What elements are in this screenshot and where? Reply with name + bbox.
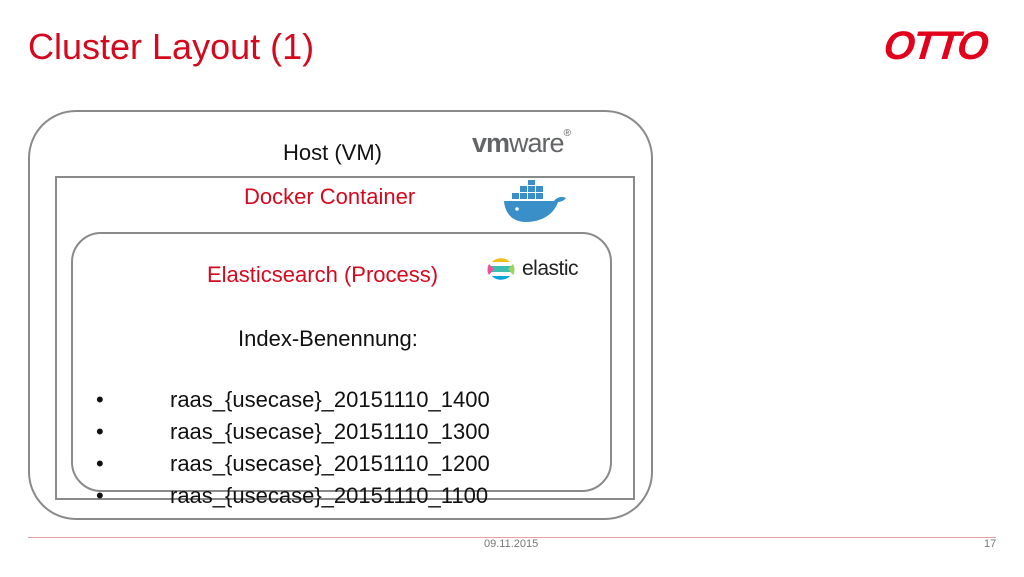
docker-container-box [55,176,635,500]
list-item: • raas_{usecase}_20151110_1100 [96,480,490,512]
vmware-logo-reg: ® [563,128,571,139]
index-name: raas_{usecase}_20151110_1100 [170,483,489,508]
host-vm-box [28,110,653,520]
footer-date: 09.11.2015 [484,538,539,550]
bullet: • [96,483,104,508]
index-name-list: • raas_{usecase}_20151110_1400 • raas_{u… [96,384,490,512]
bullet: • [96,451,104,476]
list-item: • raas_{usecase}_20151110_1300 [96,416,490,448]
elastic-icon [487,256,515,282]
vmware-logo-vm: vm [472,128,510,158]
vmware-logo: vmware® [472,128,571,159]
otto-logo: OTTO [881,24,989,68]
footer-divider [28,537,996,538]
vmware-logo-ware: ware [509,128,565,158]
elasticsearch-process-box [71,232,612,492]
index-name: raas_{usecase}_20151110_1200 [170,451,490,476]
bullet: • [96,419,104,444]
elastic-logo-text: elastic [522,257,579,280]
host-label: Host (VM) [283,140,382,165]
index-name: raas_{usecase}_20151110_1300 [170,419,490,444]
slide-title: Cluster Layout (1) [28,26,315,67]
docker-whale-icon [502,180,568,229]
list-item: • raas_{usecase}_20151110_1400 [96,384,490,416]
index-name: raas_{usecase}_20151110_1400 [170,387,490,412]
index-naming-heading: Index-Benennung: [238,326,418,351]
list-item: • raas_{usecase}_20151110_1200 [96,448,490,480]
elasticsearch-label: Elasticsearch (Process) [207,262,439,287]
elastic-logo: elastic [486,254,579,284]
page-number: 17 [984,538,997,550]
bullet: • [96,387,104,412]
docker-label: Docker Container [244,184,416,209]
